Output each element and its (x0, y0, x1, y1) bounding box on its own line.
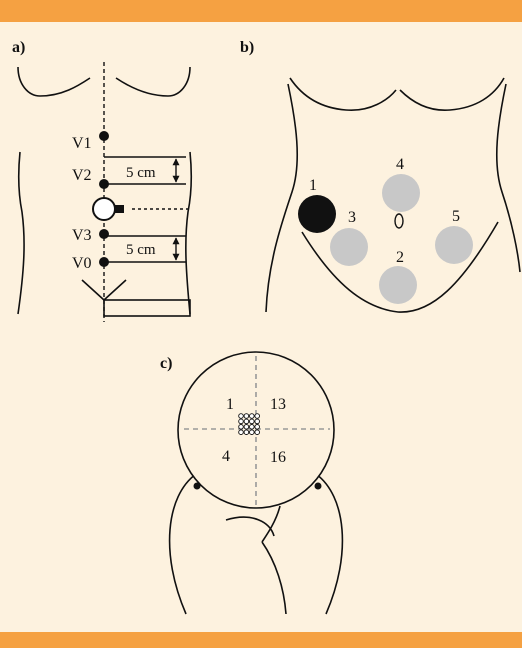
label-v3: V3 (72, 227, 92, 244)
electrode-contact (255, 419, 260, 424)
electrode-contact (244, 425, 249, 430)
umbilicus (395, 214, 403, 228)
electrode-contact (250, 419, 255, 424)
point-v1 (99, 131, 109, 141)
panel-a-label: a) (12, 39, 25, 56)
label-v0: V0 (72, 255, 92, 272)
electrode-contact (244, 430, 249, 435)
electrode-contact (250, 430, 255, 435)
point-v3 (99, 229, 109, 239)
electrode-contact (255, 430, 260, 435)
panel-b: b) 1 2 3 4 (240, 39, 520, 312)
site-label-2: 2 (396, 249, 404, 266)
electrode-contact (250, 414, 255, 419)
electrode-contact (239, 430, 244, 435)
electrode-contact (244, 419, 249, 424)
panel-c: c) 1 13 4 16 (160, 352, 342, 614)
site-label-1: 1 (309, 177, 317, 194)
grid-label-top-left: 1 (226, 396, 234, 413)
grid-label-bottom-right: 16 (270, 449, 286, 466)
label-v1: V1 (72, 135, 92, 152)
electrode-contact (255, 425, 260, 430)
grid-label-bottom-left: 4 (222, 448, 230, 465)
site-label-5: 5 (452, 208, 460, 225)
distance-label-lower: 5 cm (126, 242, 156, 258)
port-site-3 (330, 228, 368, 266)
electrode-contact (239, 419, 244, 424)
port-site-1 (298, 195, 336, 233)
panel-b-label: b) (240, 39, 254, 56)
grid-label-top-right: 13 (270, 396, 286, 413)
electrode-contact (239, 414, 244, 419)
port-site-2 (379, 266, 417, 304)
ear-right (315, 483, 322, 490)
ear-left (194, 483, 201, 490)
site-label-4: 4 (396, 156, 404, 173)
electrode-contact (255, 414, 260, 419)
port-sites (298, 174, 473, 304)
electrode-contact (250, 425, 255, 430)
electrode-contact (244, 414, 249, 419)
port-marker (93, 198, 192, 220)
distance-label-upper: 5 cm (126, 165, 156, 181)
top-accent-bar (0, 0, 522, 22)
electrode-contact (239, 425, 244, 430)
panel-c-label: c) (160, 355, 172, 372)
site-label-3: 3 (348, 209, 356, 226)
port-site-5 (435, 226, 473, 264)
port-site-4 (382, 174, 420, 212)
bottom-accent-bar (0, 632, 522, 648)
figure-panel: a) V1 V2 V3 V (0, 22, 522, 632)
panel-a: a) V1 V2 V3 V (12, 39, 192, 322)
label-v2: V2 (72, 167, 92, 184)
figure-diagram: a) V1 V2 V3 V (0, 22, 522, 632)
